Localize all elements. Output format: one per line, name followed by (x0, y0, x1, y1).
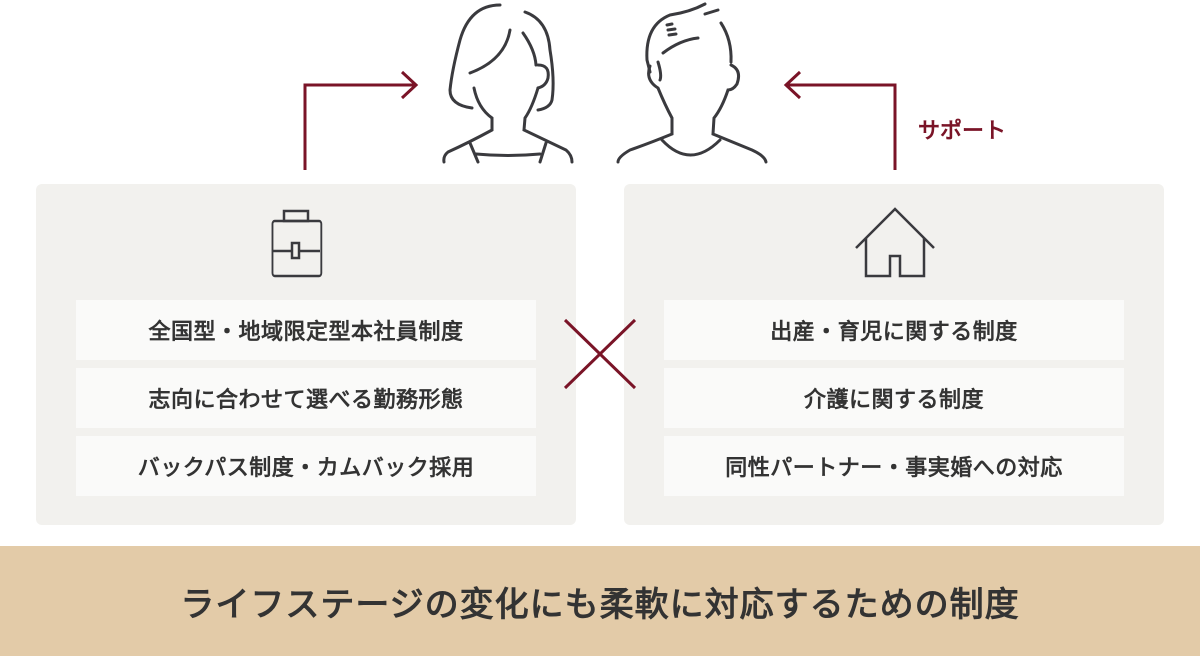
man-icon (616, 2, 768, 164)
family-panel: 出産・育児に関する制度 介護に関する制度 同性パートナー・事実婚への対応 (624, 184, 1164, 525)
support-label: サポート (918, 119, 1007, 144)
cross-icon (563, 318, 637, 390)
support-arrow-right (783, 70, 897, 170)
list-item: 介護に関する制度 (664, 368, 1124, 428)
list-item: バックパス制度・カムバック採用 (76, 436, 536, 496)
people-and-arrows (303, 2, 897, 170)
woman-icon (442, 3, 574, 164)
briefcase-icon (271, 209, 323, 278)
banner-title: ライフステージの変化にも柔軟に対応するための制度 (0, 546, 1200, 656)
list-item: 志向に合わせて選べる勤務形態 (76, 368, 536, 428)
list-item: 全国型・地域限定型本社員制度 (76, 300, 536, 360)
list-item: 同性パートナー・事実婚への対応 (664, 436, 1124, 496)
work-panel: 全国型・地域限定型本社員制度 志向に合わせて選べる勤務形態 バックパス制度・カム… (36, 184, 576, 525)
list-item: 出産・育児に関する制度 (664, 300, 1124, 360)
support-arrow-left (303, 70, 419, 170)
house-icon (855, 207, 935, 278)
